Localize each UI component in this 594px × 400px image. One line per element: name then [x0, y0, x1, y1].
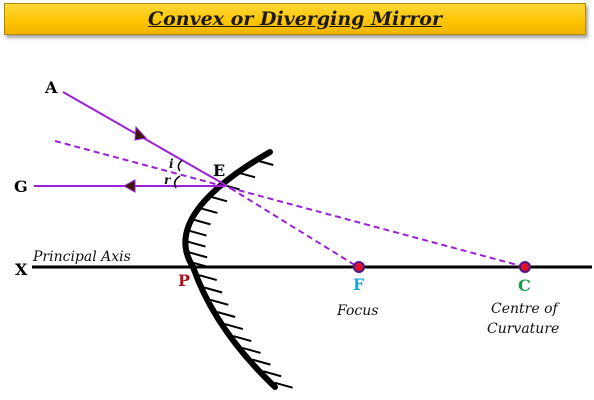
mirror-hatch-mark: [233, 335, 252, 343]
title-banner: Convex or Diverging Mirror: [4, 3, 586, 35]
reflected-arrow: [122, 179, 136, 193]
label-c: C: [518, 276, 531, 295]
mirror-hatch-mark: [193, 261, 213, 269]
mirror-hatch-mark: [274, 381, 293, 389]
label-focus: Focus: [336, 303, 378, 319]
normal-extension: [54, 140, 526, 268]
mirror-hatch-mark: [188, 251, 208, 259]
convex-mirror: [182, 149, 278, 390]
angle-r-arc: [173, 175, 181, 189]
label-g: G: [14, 177, 28, 196]
mirror-hatch-mark: [252, 358, 271, 366]
focus-point: [353, 261, 365, 273]
mirror-hatch-mark: [210, 298, 229, 306]
mirror-hatch-mark: [242, 346, 261, 354]
mirror-hatch-mark: [188, 229, 207, 237]
mirror-hatch-mark: [192, 218, 211, 226]
mirror-hatch-mark: [198, 274, 218, 282]
incident-arrow: [134, 125, 147, 141]
label-x: X: [15, 260, 28, 279]
label-principal-axis: Principal Axis: [32, 249, 131, 265]
label-centre-line2: Curvature: [487, 321, 559, 337]
label-f: F: [353, 275, 365, 294]
label-angle-i: i: [169, 157, 174, 171]
incident-extension: [221, 182, 359, 268]
mirror-hatch-mark: [199, 206, 218, 214]
mirror-hatch-mark: [187, 240, 206, 248]
label-p: P: [178, 271, 190, 290]
label-a: A: [44, 78, 58, 97]
label-centre-line1: Centre of: [491, 301, 560, 317]
mirror-hatch-mark: [224, 323, 244, 331]
angle-i-arc: [177, 159, 183, 172]
label-e: E: [213, 161, 225, 180]
label-angle-r: r: [164, 173, 172, 187]
mirror-hatch-mark: [262, 370, 282, 378]
centre-point: [519, 261, 531, 273]
mirror-hatch-mark: [216, 311, 236, 318]
mirror-hatch-mark: [203, 286, 223, 294]
page-title: Convex or Diverging Mirror: [148, 8, 442, 30]
